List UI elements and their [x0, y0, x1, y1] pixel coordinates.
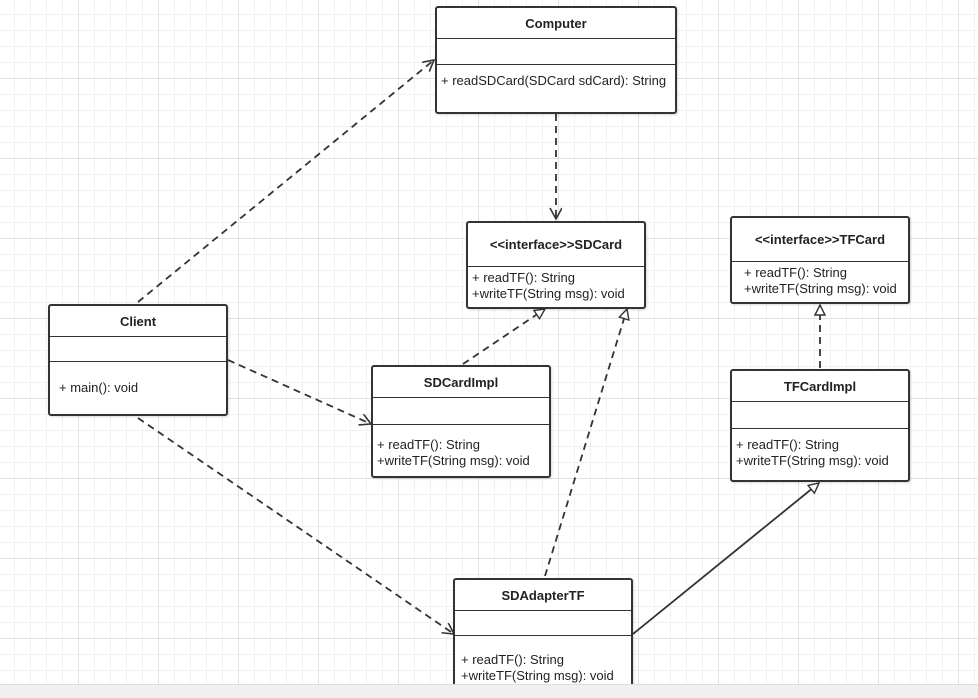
interface-sdcard[interactable]: <<interface>>SDCard + readTF(): String +…: [466, 221, 646, 309]
operation: +writeTF(String msg): void: [744, 281, 897, 296]
class-client-name: Client: [119, 313, 157, 329]
dependency-connector[interactable]: [137, 417, 454, 634]
class-tfcardimpl[interactable]: TFCardImpl + readTF(): String +writeTF(S…: [730, 369, 910, 482]
class-tfcardimpl-operations: + readTF(): String +writeTF(String msg):…: [732, 428, 908, 469]
operation: +writeTF(String msg): void: [736, 453, 889, 468]
realization-connector[interactable]: [544, 309, 627, 577]
class-sdadaptertf-attributes: [455, 610, 631, 635]
class-sdcardimpl-attributes: [373, 397, 549, 424]
generalization-connector[interactable]: [632, 483, 819, 635]
interface-tfcard-operations: + readTF(): String +writeTF(String msg):…: [732, 261, 908, 297]
realization-connector[interactable]: [462, 309, 545, 365]
operation: + readTF(): String: [744, 265, 847, 280]
operation: +writeTF(String msg): void: [472, 286, 625, 301]
class-computer-operations: + readSDCard(SDCard sdCard): String: [437, 64, 675, 89]
operation: + readTF(): String: [736, 437, 839, 452]
class-client-operations: + main(): void: [50, 361, 226, 396]
interface-sdcard-name: <<interface>>SDCard: [489, 237, 623, 252]
class-tfcardimpl-name: TFCardImpl: [783, 378, 857, 394]
operation: + readTF(): String: [472, 270, 575, 285]
dependency-connector[interactable]: [137, 60, 434, 303]
class-client[interactable]: Client + main(): void: [48, 304, 228, 416]
operation: + readSDCard(SDCard sdCard): String: [441, 73, 667, 88]
class-tfcardimpl-attributes: [732, 401, 908, 428]
dependency-connector[interactable]: [227, 359, 371, 424]
class-computer-attributes: [437, 38, 675, 64]
class-computer-name: Computer: [525, 15, 587, 31]
class-sdcardimpl-operations: + readTF(): String +writeTF(String msg):…: [373, 424, 549, 469]
operation: +writeTF(String msg): void: [461, 668, 614, 683]
interface-tfcard[interactable]: <<interface>>TFCard + readTF(): String +…: [730, 216, 910, 304]
operation: + readTF(): String: [461, 652, 564, 667]
class-computer[interactable]: Computer + readSDCard(SDCard sdCard): St…: [435, 6, 677, 114]
class-sdadaptertf-name: SDAdapterTF: [501, 587, 585, 603]
operation: +writeTF(String msg): void: [377, 453, 530, 468]
operation: + readTF(): String: [377, 437, 480, 452]
class-sdcardimpl-name: SDCardImpl: [423, 374, 499, 390]
class-sdcardimpl[interactable]: SDCardImpl + readTF(): String +writeTF(S…: [371, 365, 551, 478]
canvas-scrollbar-strip: [0, 684, 978, 698]
operation: + main(): void: [59, 380, 139, 395]
class-sdadaptertf-operations: + readTF(): String +writeTF(String msg):…: [455, 635, 631, 684]
class-client-attributes: [50, 336, 226, 361]
interface-tfcard-name: <<interface>>TFCard: [754, 232, 886, 247]
interface-sdcard-operations: + readTF(): String +writeTF(String msg):…: [468, 266, 644, 302]
class-sdadaptertf[interactable]: SDAdapterTF + readTF(): String +writeTF(…: [453, 578, 633, 691]
